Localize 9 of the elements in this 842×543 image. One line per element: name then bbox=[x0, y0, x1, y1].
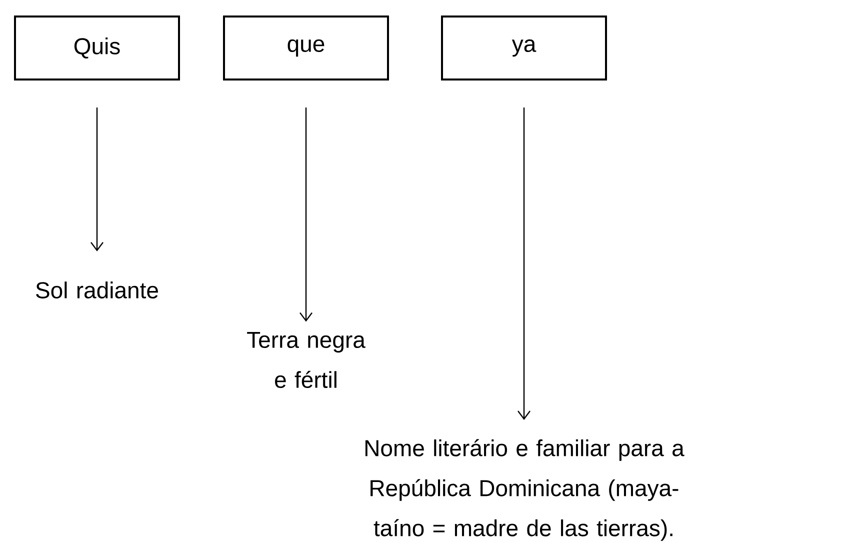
arrow bbox=[300, 108, 312, 322]
word-box: que bbox=[223, 16, 389, 80]
meaning-text: Nome literário e familiar para a República Dominicana (maya-taíno = madre de las tierras). bbox=[365, 439, 684, 541]
arrow bbox=[518, 108, 530, 420]
meaning-text: Sol radiante bbox=[36, 282, 158, 298]
arrow bbox=[90, 108, 104, 252]
word-box: ya bbox=[441, 16, 607, 80]
word-box: Quis bbox=[14, 16, 180, 80]
meaning-text: Terra negra e fértil bbox=[247, 332, 366, 388]
